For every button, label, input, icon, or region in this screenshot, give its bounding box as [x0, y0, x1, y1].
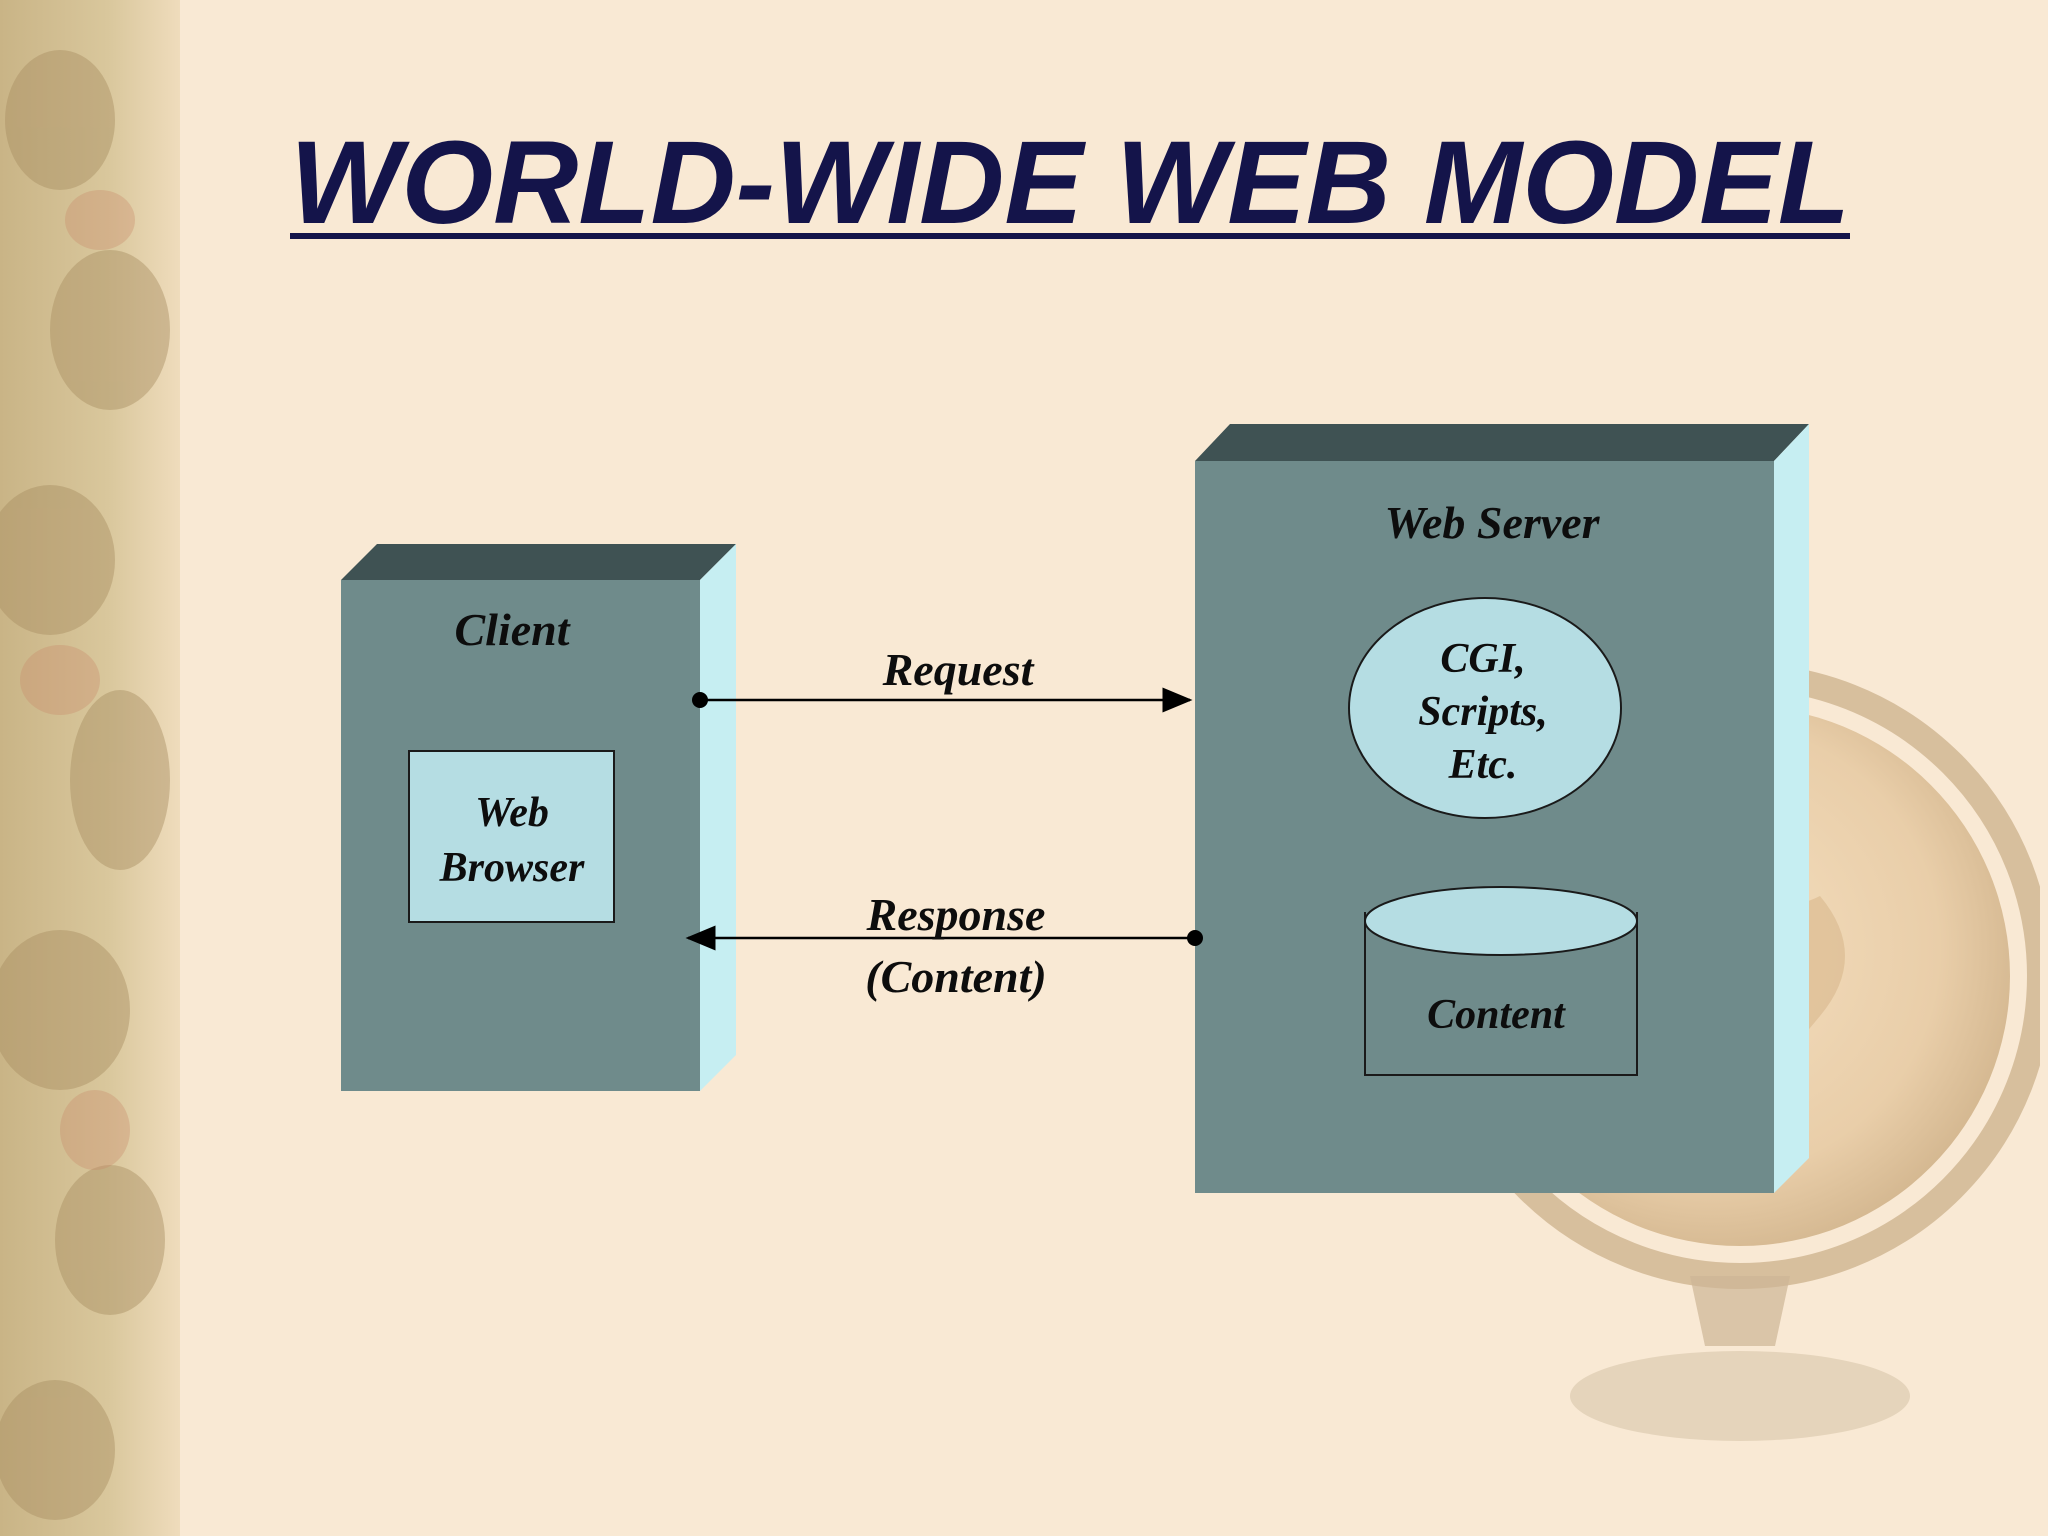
request-arrow: [692, 687, 1193, 713]
response-label-line1: Response: [866, 889, 1046, 940]
response-arrow: [685, 925, 1203, 951]
web-browser-label-line2: Browser: [439, 845, 585, 891]
content-database-cylinder: [1364, 886, 1638, 1076]
cgi-label-line2: Scripts,: [1418, 689, 1548, 735]
client-box: [341, 544, 736, 1091]
web-browser-label-line1: Web: [475, 790, 549, 836]
page-title: WORLD-WIDE WEB MODEL: [290, 117, 1850, 249]
cgi-scripts-ellipse: [1348, 597, 1622, 819]
map-border-decoration: [0, 0, 180, 1536]
cgi-label-line1: CGI,: [1440, 636, 1525, 682]
web-server-label: Web Server: [1384, 497, 1600, 548]
cgi-label-line3: Etc.: [1448, 742, 1518, 788]
request-label: Request: [882, 644, 1035, 695]
response-label-line2: (Content): [865, 951, 1046, 1002]
content-label: Content: [1427, 992, 1566, 1038]
client-label: Client: [454, 604, 570, 655]
web-browser-box: [408, 750, 615, 923]
